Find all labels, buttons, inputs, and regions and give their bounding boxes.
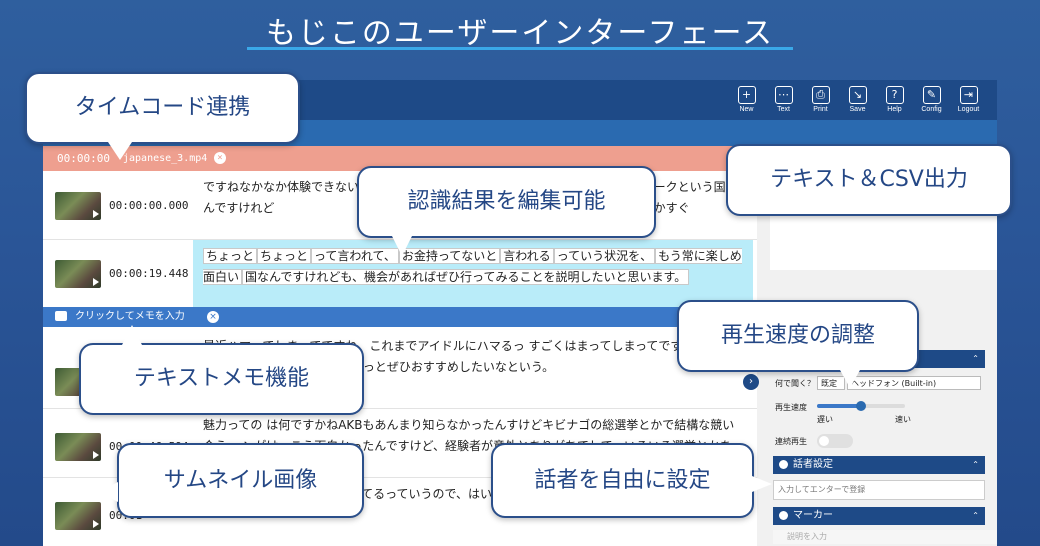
speed-slider-fill	[817, 404, 861, 408]
page-title: もじこのユーザーインターフェース	[265, 16, 775, 51]
callout-tail	[122, 325, 142, 345]
callout-tail	[752, 476, 772, 492]
logout-icon: ⇥	[959, 86, 978, 104]
row-text-editable[interactable]: ちょっとちょっとって言われて、お金持ってないと言われるっていう状況を、もう常に楽…	[193, 240, 753, 308]
play-icon	[93, 451, 99, 459]
speaker-input[interactable]: 入力してエンターで登録	[773, 480, 985, 500]
tool-label: Config	[921, 106, 942, 113]
memo-close-icon[interactable]: ×	[207, 311, 219, 323]
row-timecode[interactable]: 00:00:19.448	[109, 267, 189, 280]
callout-speaker: 話者を自由に設定	[491, 443, 754, 518]
callout-speaker-text: 話者を自由に設定	[534, 468, 711, 493]
continuous-play-label: 連続再生	[775, 437, 807, 446]
chevron-up-icon: ⌃	[972, 460, 979, 469]
callout-tail	[108, 142, 132, 160]
file-timecode: 00:00:00	[57, 152, 110, 165]
file-name: japanese_3.mp4	[123, 153, 208, 164]
toggle-knob	[819, 436, 829, 446]
callout-tail	[840, 370, 860, 388]
play-icon	[93, 210, 99, 218]
chevron-up-icon: ⌃	[972, 354, 979, 363]
star-icon	[779, 511, 788, 520]
editable-segment[interactable]: 国なんですけれども、機会があればぜひ行ってみることを説明したいと思います。	[242, 269, 690, 285]
file-close-icon[interactable]: ×	[214, 152, 226, 164]
collapse-panel-icon[interactable]: ›	[743, 374, 759, 390]
chevron-up-icon: ⌃	[972, 511, 979, 520]
callout-edit-text: 認識結果を編集可能	[407, 189, 606, 214]
callout-speed: 再生速度の調整	[677, 300, 919, 372]
video-thumbnail[interactable]	[55, 260, 101, 288]
callout-memo: テキストメモ機能	[79, 343, 364, 415]
speed-fast-label: 速い	[895, 415, 911, 424]
editable-segment[interactable]: ちょっと	[257, 248, 312, 264]
callout-timecode-text: タイムコード連携	[74, 95, 251, 120]
speed-slow-label: 遅い	[817, 415, 833, 424]
callout-memo-text: テキストメモ機能	[133, 366, 310, 391]
tool-label: New	[739, 106, 754, 113]
video-thumbnail[interactable]	[55, 192, 101, 220]
speed-slider-handle[interactable]	[856, 401, 866, 411]
listen-default-select[interactable]: 既定	[817, 376, 845, 390]
save-icon: ↘	[848, 86, 867, 104]
tool-label: Save	[849, 106, 866, 113]
callout-timecode: タイムコード連携	[25, 72, 300, 144]
help-icon: ?	[885, 86, 904, 104]
memo-icon	[55, 311, 67, 321]
tool-label: Text	[777, 106, 790, 113]
help-button[interactable]: ? Help	[876, 84, 913, 113]
print-button[interactable]: ⎙ Print	[802, 84, 839, 113]
save-button[interactable]: ↘ Save	[839, 84, 876, 113]
callout-export-text: テキスト＆CSV出力	[770, 167, 968, 192]
editable-segment[interactable]: お金持ってないと	[398, 248, 501, 264]
audio-device-select[interactable]: ヘッドフォン (Built-in)	[847, 376, 981, 390]
callout-tail	[98, 482, 118, 502]
video-thumbnail[interactable]	[55, 502, 101, 530]
transcript-row-active[interactable]: 00:00:19.448 ちょっとちょっとって言われて、お金持ってないと言われる…	[43, 240, 757, 309]
memo-input-label[interactable]: クリックしてメモを入力	[75, 311, 185, 322]
listen-label: 何で聞く？	[775, 379, 815, 388]
marker-header-label: マーカー	[793, 510, 833, 521]
logout-button[interactable]: ⇥ Logout	[950, 84, 987, 113]
tool-label: Help	[887, 106, 902, 113]
editable-segment[interactable]: 言われる	[500, 248, 554, 264]
marker-description-input[interactable]: 説明を入力	[773, 530, 997, 544]
text-icon: ⋯	[774, 86, 793, 104]
marker-section-header[interactable]: マーカー ⌃	[773, 507, 985, 525]
callout-edit: 認識結果を編集可能	[357, 166, 656, 238]
callout-thumbnail: サムネイル画像	[117, 443, 364, 518]
speaker-section-header[interactable]: 話者設定 ⌃	[773, 456, 985, 474]
config-icon: ✎	[922, 86, 941, 104]
speed-label: 再生速度	[775, 403, 807, 412]
config-button[interactable]: ✎ Config	[913, 84, 950, 113]
new-button[interactable]: + New	[728, 84, 765, 113]
title-underline	[247, 47, 793, 50]
callout-thumbnail-text: サムネイル画像	[163, 468, 318, 493]
memo-bar[interactable]: クリックしてメモを入力 ×	[43, 307, 757, 327]
editable-segment[interactable]: って言われて、	[311, 248, 399, 264]
play-icon	[93, 278, 99, 286]
row-timecode[interactable]: 00:00:00.000	[109, 199, 189, 212]
editable-segment[interactable]: っていう状況を、	[553, 248, 656, 264]
callout-tail	[392, 236, 412, 256]
text-button[interactable]: ⋯ Text	[765, 84, 802, 113]
video-thumbnail[interactable]	[55, 433, 101, 461]
speaker-header-label: 話者設定	[793, 459, 833, 470]
tool-label: Logout	[957, 106, 980, 113]
print-icon: ⎙	[811, 86, 830, 104]
callout-speed-text: 再生速度の調整	[720, 323, 875, 348]
tool-label: Print	[813, 106, 828, 113]
play-icon	[93, 520, 99, 528]
callout-export: テキスト＆CSV出力	[726, 144, 1012, 216]
editable-segment[interactable]: ちょっと	[203, 248, 258, 264]
person-icon	[779, 460, 788, 469]
new-icon: +	[737, 86, 756, 104]
